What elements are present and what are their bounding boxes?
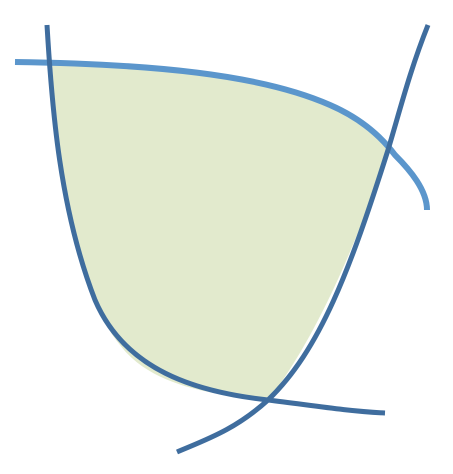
shaded-region — [52, 62, 388, 400]
left-hyperbola-curve — [44, 24, 386, 416]
right-parabola-curve — [176, 24, 431, 455]
upper-arc-curve — [14, 59, 430, 211]
